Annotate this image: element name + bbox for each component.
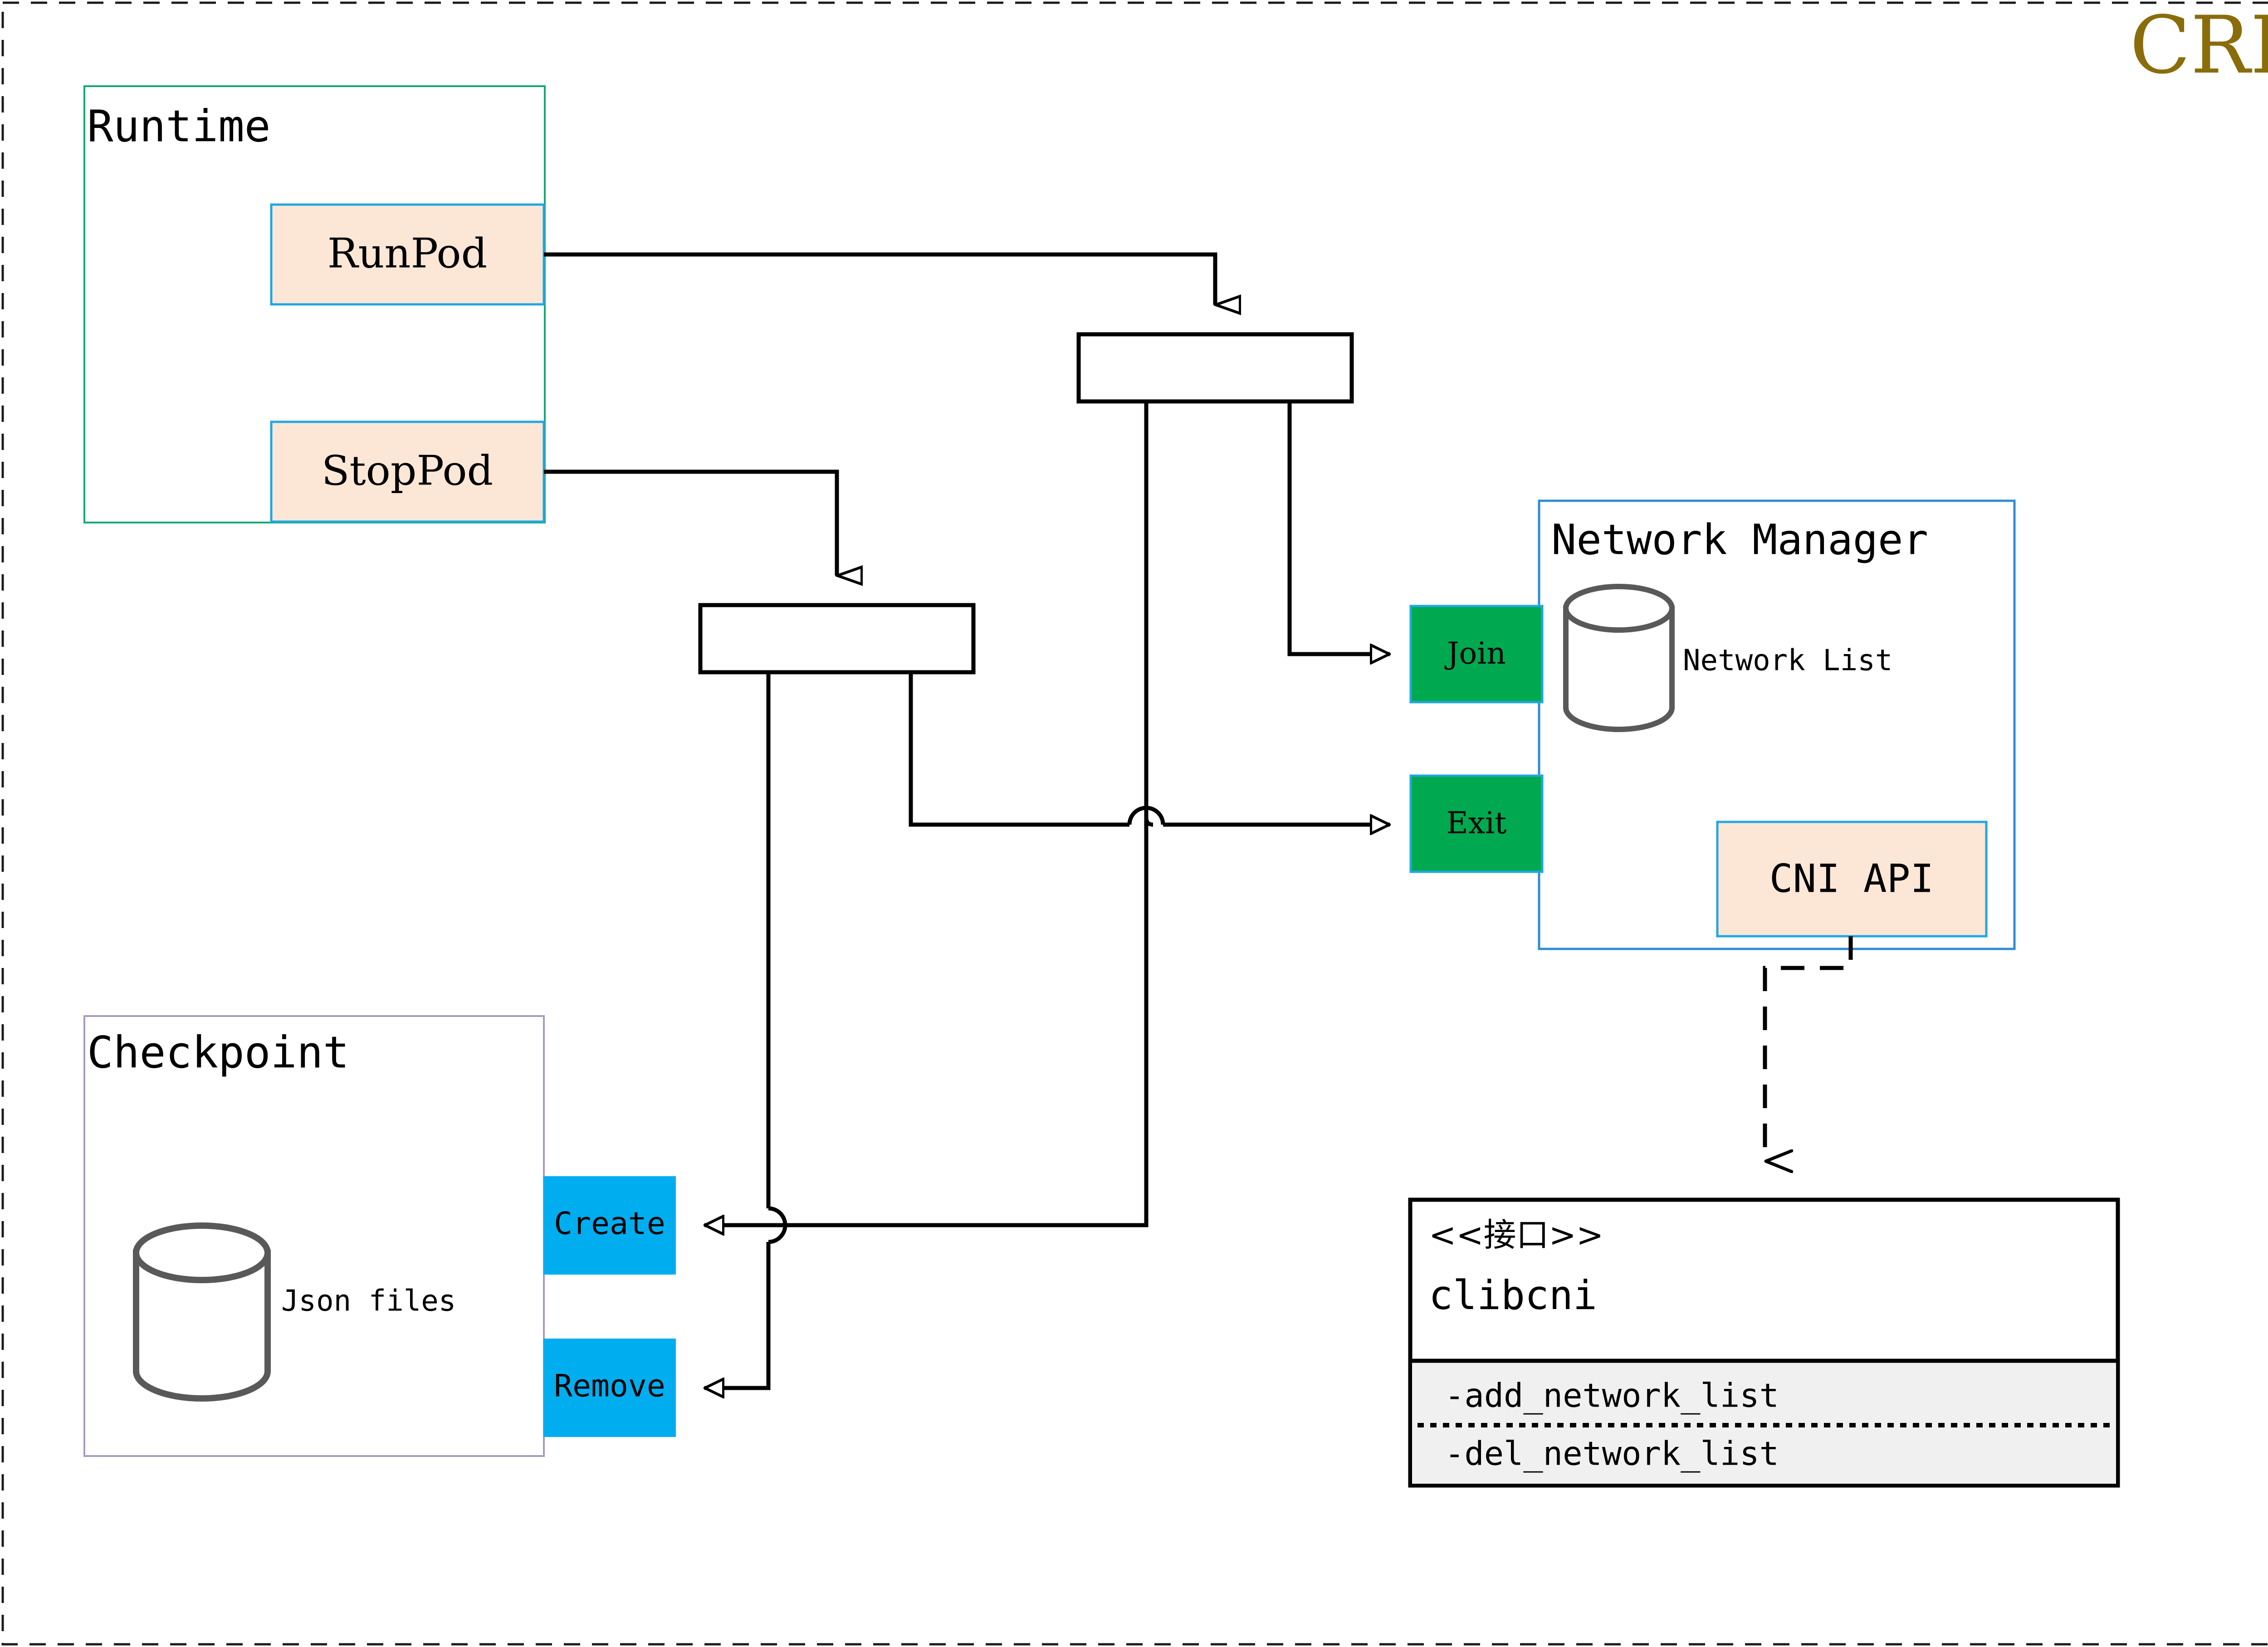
- remove-box[interactable]: [543, 1339, 676, 1437]
- connector-exit-line-hop: [1127, 806, 1165, 825]
- exit-box[interactable]: [1409, 774, 1544, 873]
- clibcni-method-add: -add_network_list: [1445, 1377, 1779, 1415]
- group-checkpoint[interactable]: Checkpoint Json files Create Remove: [83, 1015, 676, 1457]
- cni-api-box[interactable]: [1716, 821, 1988, 938]
- connector-junction-to-join: [1287, 401, 1390, 654]
- node-exit[interactable]: Exit: [1409, 774, 1544, 873]
- connector-cni-api-to-clibcni: [1763, 936, 1853, 1161]
- stoppod-label: StopPod: [322, 447, 493, 494]
- cylinder-icon: [1563, 584, 1675, 732]
- connectors-layer: [544, 252, 1853, 1388]
- cylinder-icon: [133, 1222, 271, 1402]
- connector-junction-to-remove: [704, 672, 771, 1388]
- group-network-manager[interactable]: Network Manager Network List Join Exit C…: [1409, 499, 2016, 950]
- connector-runpod-to-junction: [544, 252, 1215, 305]
- create-box[interactable]: [543, 1176, 676, 1275]
- page-title: CRI: [2130, 0, 2268, 92]
- connector-remove-line-hop: [768, 1206, 787, 1244]
- connector-junction-to-exit: [909, 672, 1390, 825]
- exit-label: Exit: [1446, 806, 1506, 841]
- join-box[interactable]: [1409, 605, 1544, 704]
- network-list-store: Network List: [1563, 584, 1892, 732]
- cni-api-label: CNI API: [1769, 856, 1934, 901]
- json-files-label: Json files: [281, 1285, 456, 1318]
- node-cni-api[interactable]: CNI API: [1716, 821, 1988, 938]
- node-runpod[interactable]: RunPod: [270, 203, 545, 306]
- join-label: Join: [1444, 636, 1506, 671]
- json-files-store: Json files: [133, 1222, 456, 1402]
- junction-runpod[interactable]: [1076, 332, 1354, 404]
- node-create[interactable]: Create: [543, 1176, 676, 1275]
- node-stoppod[interactable]: StopPod: [270, 420, 545, 523]
- junction-stoppod-box[interactable]: [698, 603, 976, 674]
- create-label: Create: [554, 1206, 665, 1242]
- runpod-label: RunPod: [327, 230, 487, 277]
- runtime-group-label: Runtime: [87, 101, 271, 152]
- junction-runpod-box[interactable]: [1076, 332, 1354, 404]
- junction-stoppod[interactable]: [698, 603, 976, 674]
- connector-stoppod-to-junction: [544, 469, 837, 576]
- group-runtime[interactable]: Runtime RunPod StopPod: [83, 85, 546, 523]
- network-manager-group-label: Network Manager: [1551, 515, 1928, 564]
- node-join[interactable]: Join: [1409, 605, 1544, 704]
- clibcni-name: clibcni: [1429, 1272, 1597, 1319]
- checkpoint-group-label: Checkpoint: [87, 1027, 349, 1078]
- connector-junction-to-create: [704, 401, 1154, 1225]
- node-remove[interactable]: Remove: [543, 1339, 676, 1437]
- runpod-box[interactable]: [270, 203, 545, 306]
- remove-label: Remove: [554, 1368, 665, 1404]
- network-list-label: Network List: [1683, 644, 1892, 678]
- interface-clibcni[interactable]: <<接口>> clibcni -add_network_list -del_ne…: [1408, 1197, 2120, 1488]
- clibcni-stereotype: <<接口>>: [1429, 1216, 1603, 1254]
- clibcni-method-del: -del_network_list: [1445, 1435, 1779, 1473]
- clibcni-methods-section: [1412, 1361, 2116, 1484]
